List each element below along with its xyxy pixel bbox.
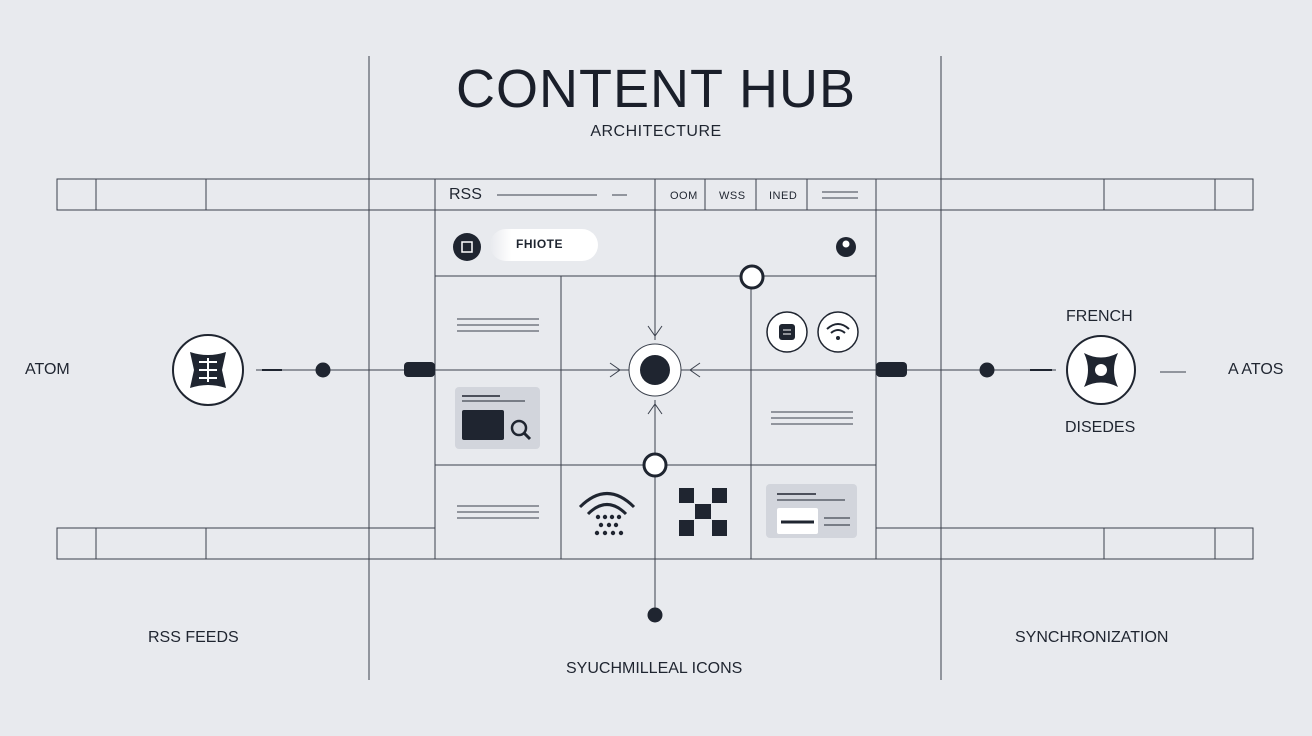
tab-ined[interactable]: INED [769, 190, 798, 202]
footer-label-left: RSS FEEDS [148, 629, 239, 646]
page-title: CONTENT HUB [455, 59, 857, 119]
node-dot-left [315, 362, 331, 378]
tab-wss[interactable]: WSS [719, 190, 746, 202]
page-subtitle: ARCHITECTURE [590, 123, 722, 140]
wifi-icon [578, 492, 636, 536]
toolbar-label: RSS [449, 186, 482, 203]
atom-label: ATOM [25, 361, 70, 378]
footer-label-right: SYNCHRONIZATION [1015, 629, 1169, 646]
french-label: FRENCH [1066, 308, 1133, 325]
node-dot-bottom [647, 607, 663, 623]
footer-label-center: SYUCHMILLEAL ICONS [566, 660, 743, 677]
text-lines-icon-a [457, 318, 539, 332]
disedes-label: DISEDES [1065, 419, 1136, 436]
text-lines-icon-b [771, 411, 853, 425]
joint-lower [642, 452, 668, 478]
search-card-icon [455, 387, 540, 449]
feed-node-left-icon [172, 334, 244, 406]
checker-grid-icon [679, 488, 727, 536]
top-band-right [875, 178, 1254, 211]
top-band-left [56, 178, 436, 211]
location-pin-icon [836, 237, 856, 257]
hub-core-icon [609, 325, 701, 415]
a-atos-label: A ATOS [1228, 361, 1284, 378]
bottom-band-right [875, 527, 1254, 560]
selector-label: FHIOTE [516, 237, 563, 251]
tab-oom[interactable]: OOM [670, 190, 698, 202]
form-card-icon [766, 484, 857, 538]
app-icon [453, 233, 481, 261]
wifi-icon-small [817, 311, 859, 353]
selector-pill[interactable] [490, 229, 598, 261]
note-icon [766, 311, 808, 353]
bottom-band-left [56, 527, 436, 560]
sync-node-right-icon [1066, 335, 1136, 405]
joint-upper [739, 264, 765, 290]
port-left [404, 362, 435, 377]
port-right [876, 362, 907, 377]
text-lines-icon-c [457, 505, 539, 519]
node-dot-right [979, 362, 995, 378]
